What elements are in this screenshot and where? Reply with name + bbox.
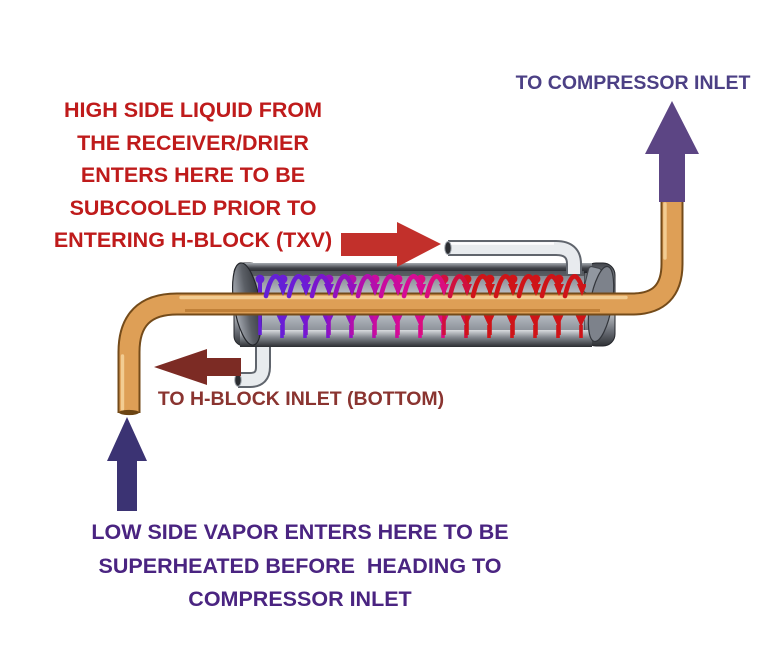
copper-pipe-end xyxy=(119,409,139,416)
heat-loop-part xyxy=(516,274,539,299)
heat-loop-part xyxy=(324,284,334,296)
compressor-outlet-arrow xyxy=(645,101,699,202)
heat-loop-part xyxy=(286,274,309,299)
heat-loop-part xyxy=(347,284,357,296)
heat-loop-part xyxy=(255,274,265,284)
heat-loop-part xyxy=(370,284,380,296)
heat-loop-part xyxy=(332,274,355,299)
subcool-inlet-pipe xyxy=(444,240,582,274)
heat-loop-part xyxy=(401,274,424,299)
heat-loop-part xyxy=(309,274,332,299)
high-side-inlet-arrow xyxy=(341,222,441,267)
heat-loop-part xyxy=(508,284,518,296)
heat-loop-part xyxy=(562,274,585,299)
high-side-label-line-1: HIGH SIDE LIQUID FROM xyxy=(64,98,322,122)
high-side-label: HIGH SIDE LIQUID FROM THE RECEIVER/DRIER… xyxy=(28,94,358,257)
heat-loop-part xyxy=(575,314,586,327)
h-block-outlet-arrow xyxy=(154,349,241,385)
high-side-label-line-5: ENTERING H-BLOCK (TXV) xyxy=(53,228,333,252)
heat-loop-part xyxy=(263,274,286,299)
pipe-open-end xyxy=(444,241,452,255)
loops-front xyxy=(263,274,586,299)
high-side-label-line-4: SUBCOOLED PRIOR TO xyxy=(69,195,317,220)
heat-loop-part xyxy=(278,284,288,296)
heat-loop-part xyxy=(416,284,426,296)
low-side-label: LOW SIDE VAPOR ENTERS HERE TO BE SUPERHE… xyxy=(55,516,545,617)
shell-bottom-band xyxy=(240,330,592,347)
heat-loop-part xyxy=(378,274,401,299)
heat-loop-part xyxy=(447,274,470,299)
compressor-inlet-label: TO COMPRESSOR INLET xyxy=(515,72,751,94)
heat-loop-part xyxy=(439,284,449,296)
heat-loop-part xyxy=(554,284,564,296)
heat-loop-part xyxy=(577,284,586,296)
heat-loop-part xyxy=(493,274,516,299)
h-block-inlet-label: TO H-BLOCK INLET (BOTTOM) xyxy=(157,388,445,410)
heat-loop-part xyxy=(539,274,562,299)
heat-loop-part xyxy=(531,284,541,296)
heat-loop-part xyxy=(424,274,447,299)
heat-loop-part xyxy=(393,284,403,296)
low-side-label-line-1: LOW SIDE VAPOR ENTERS HERE TO BE xyxy=(91,520,509,544)
pipe-body xyxy=(448,242,580,274)
high-side-label-line-2: THE RECEIVER/DRIER xyxy=(77,130,309,155)
shell-top-band xyxy=(240,263,592,273)
heat-loop-part xyxy=(470,274,493,299)
interior-top-shadow xyxy=(250,271,584,276)
vapor-inlet-arrow xyxy=(107,417,147,511)
heat-loop-part xyxy=(355,274,378,299)
heat-loop-part xyxy=(462,284,472,296)
low-side-label-line-2: SUPERHEATED BEFORE HEADING TO xyxy=(98,553,502,578)
heat-loop-part xyxy=(485,284,495,296)
low-side-label-line-3: COMPRESSOR INLET xyxy=(188,587,412,611)
heat-loop-part xyxy=(301,284,311,296)
high-side-label-line-3: ENTERS HERE TO BE xyxy=(80,163,306,187)
pipe-body xyxy=(238,338,269,386)
copper-pipe-body xyxy=(119,200,682,413)
